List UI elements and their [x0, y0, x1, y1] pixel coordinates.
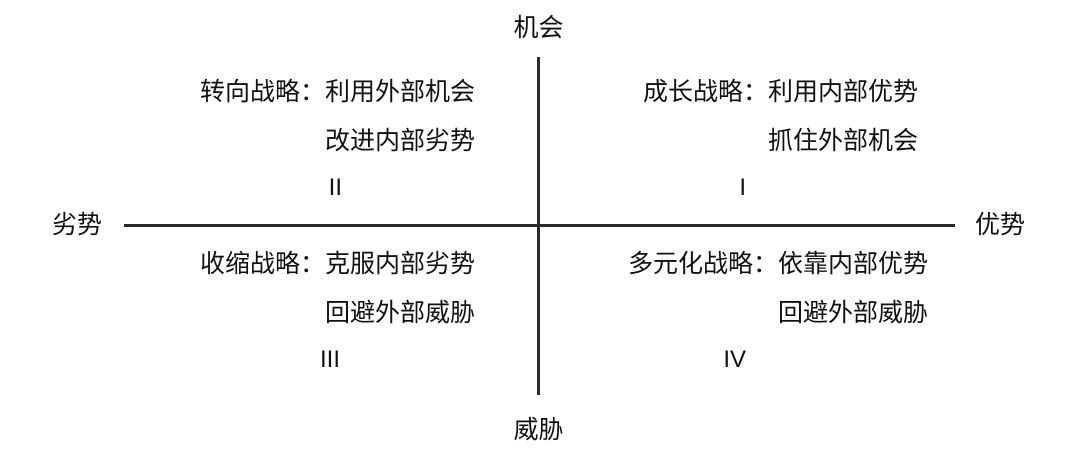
quadrant-two-numeral: II: [328, 174, 342, 201]
quadrant-four-line-1: 多元化战略：依靠内部优势: [627, 250, 928, 278]
quadrant-three-line-2: 回避外部威胁: [324, 299, 475, 327]
quadrant-one-line-2: 抓住外部机会: [767, 127, 918, 155]
quadrant-one-growth: 成长战略：利用内部优势 抓住外部机会 I: [598, 80, 918, 200]
quadrant-two-turnaround: 转向战略：利用外部机会 改进内部劣势 II: [185, 80, 475, 200]
quadrant-one-line-1: 成长战略：利用内部优势: [642, 78, 918, 106]
quadrant-one-numeral: I: [739, 174, 746, 201]
quadrant-four-line-2: 回避外部威胁: [777, 299, 928, 327]
quadrant-three-line-1: 收缩战略：克服内部劣势: [199, 250, 475, 278]
quadrant-four-numeral: IV: [723, 346, 746, 373]
quadrant-three-retrenchment: 收缩战略：克服内部劣势 回避外部威胁 III: [185, 252, 475, 372]
quadrant-three-numeral: III: [319, 346, 340, 373]
axis-label-opportunities: 机会: [513, 14, 564, 42]
axis-label-threats: 威胁: [513, 416, 564, 444]
horizontal-axis-line: [124, 224, 955, 227]
quadrant-two-line-1: 转向战略：利用外部机会: [199, 78, 475, 106]
axis-label-strengths: 优势: [975, 211, 1026, 239]
quadrant-four-diversification: 多元化战略：依靠内部优势 回避外部威胁 IV: [598, 252, 928, 372]
axis-label-weaknesses: 劣势: [52, 211, 103, 239]
quadrant-two-line-2: 改进内部劣势: [324, 127, 475, 155]
